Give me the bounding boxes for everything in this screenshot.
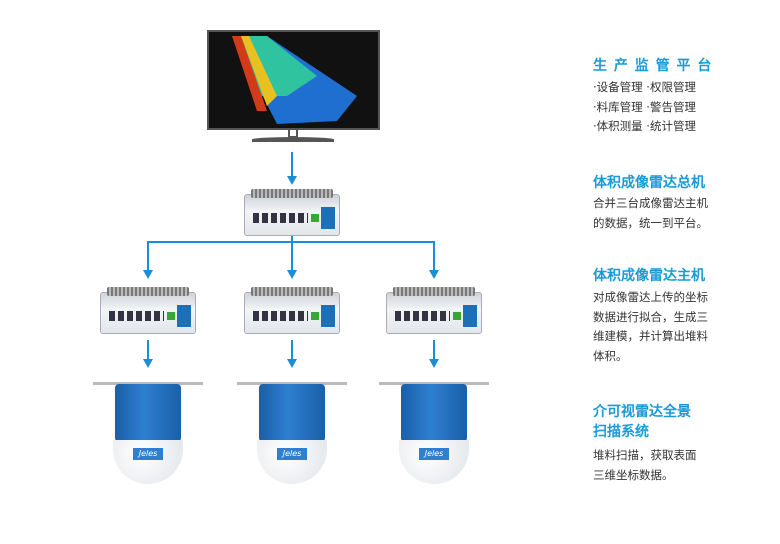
section-title-radar: 介可视雷达全景 扫描系统: [593, 402, 691, 442]
text-line: 数据进行拟合，生成三: [593, 309, 708, 324]
section-text-master: 合并三台成像雷达主机 的数据，统一到平台。: [593, 194, 708, 233]
radar-host: [386, 287, 482, 334]
connector: [291, 241, 293, 271]
text-line: 体积。: [593, 348, 628, 363]
text-line: ·体积测量 ·统计管理: [593, 119, 696, 133]
connector: [433, 241, 435, 271]
section-title-platform: 生 产 监 管 平 台: [593, 58, 713, 74]
monitor-base: [252, 137, 334, 142]
connector: [147, 241, 149, 271]
arrow-down: [143, 270, 153, 279]
radar-scanner: Jeles: [237, 374, 347, 484]
radar-logo: Jeles: [419, 448, 449, 460]
arrow-down: [429, 270, 439, 279]
title-line: 扫描系统: [593, 424, 649, 440]
section-title-host: 体积成像雷达主机: [593, 268, 705, 284]
radar-host: [100, 287, 196, 334]
text-line: 维建模，并计算出堆料: [593, 329, 708, 343]
section-text-platform: ·设备管理 ·权限管理 ·料库管理 ·警告管理 ·体积测量 ·统计管理: [593, 78, 696, 137]
arrow-down: [287, 359, 297, 368]
arrow-down: [287, 176, 297, 185]
radar-logo: Jeles: [277, 448, 307, 460]
text-line: 的数据，统一到平台。: [593, 215, 708, 230]
connector: [291, 340, 293, 360]
radar-logo: Jeles: [133, 448, 163, 460]
radar-host: [244, 287, 340, 334]
arrow-down: [429, 359, 439, 368]
connector: [433, 340, 435, 360]
section-title-master: 体积成像雷达总机: [593, 175, 705, 191]
section-text-host: 对成像雷达上传的坐标 数据进行拟合，生成三 维建模，并计算出堆料 体积。: [593, 288, 708, 366]
master-host: [244, 189, 340, 236]
text-line: 堆料扫描，获取表面: [593, 448, 697, 462]
arrow-down: [143, 359, 153, 368]
connector: [291, 152, 293, 178]
text-line: 对成像雷达上传的坐标: [593, 290, 708, 304]
connector: [291, 236, 293, 242]
title-line: 介可视雷达全景: [593, 404, 691, 420]
arrow-down: [287, 270, 297, 279]
3d-scan-image: [232, 36, 357, 124]
monitor-display: [207, 30, 380, 130]
text-line: 合并三台成像雷达主机: [593, 196, 708, 210]
radar-scanner: Jeles: [93, 374, 203, 484]
text-line: ·设备管理 ·权限管理: [593, 80, 696, 94]
text-line: 三维坐标数据。: [593, 467, 674, 482]
radar-scanner: Jeles: [379, 374, 489, 484]
section-text-radar: 堆料扫描，获取表面 三维坐标数据。: [593, 446, 697, 485]
connector: [147, 340, 149, 360]
text-line: ·料库管理 ·警告管理: [593, 99, 696, 114]
